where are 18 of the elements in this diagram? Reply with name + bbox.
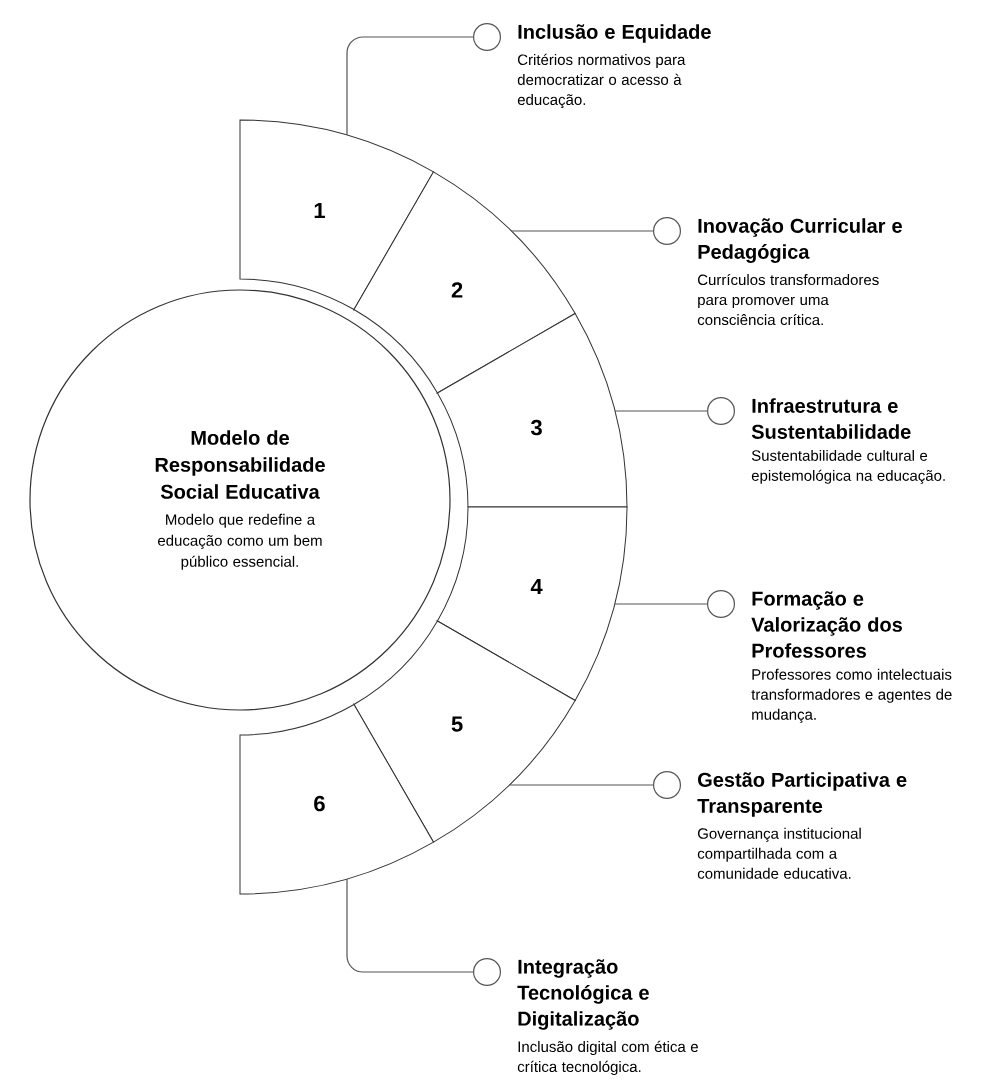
callout-text: Infraestrutura e Sustentabilidade Sustentabilidade cultural e epistemológica na educação.	[751, 398, 945, 484]
callout-text: Inovação Curricular e Pedagógica Currículos transformadores para promover uma consciência crítica.	[697, 218, 902, 326]
connector-line	[346, 878, 501, 986]
ring-segment: 1	[239, 119, 434, 311]
connector-line	[614, 590, 735, 618]
connector-line	[614, 397, 735, 425]
ring-segment: 4	[436, 506, 628, 701]
callout-text: Gestão Participativa e Transparente Governança institucional compartilhada com a comunidade educativa.	[697, 772, 907, 879]
ring-segment: 2	[353, 171, 576, 394]
ring-segment: 3	[436, 313, 628, 508]
ring-segment: 5	[353, 620, 576, 843]
connector-line	[510, 217, 681, 245]
connector-line	[346, 23, 501, 136]
callout-text: Inclusão e Equidade Critérios normativos para democratizar o acesso à educação.	[517, 24, 711, 109]
connector-line	[508, 771, 681, 799]
ring-segment: 6	[239, 703, 434, 895]
callout-text: Formação e Valorização dos Professores Professores como intelectuais transformadores e agentes de mudança.	[751, 591, 952, 723]
callout-text: Integração Tecnológica e Digitalização Inclusão digital com ética e crítica tecnológica.	[517, 959, 698, 1075]
